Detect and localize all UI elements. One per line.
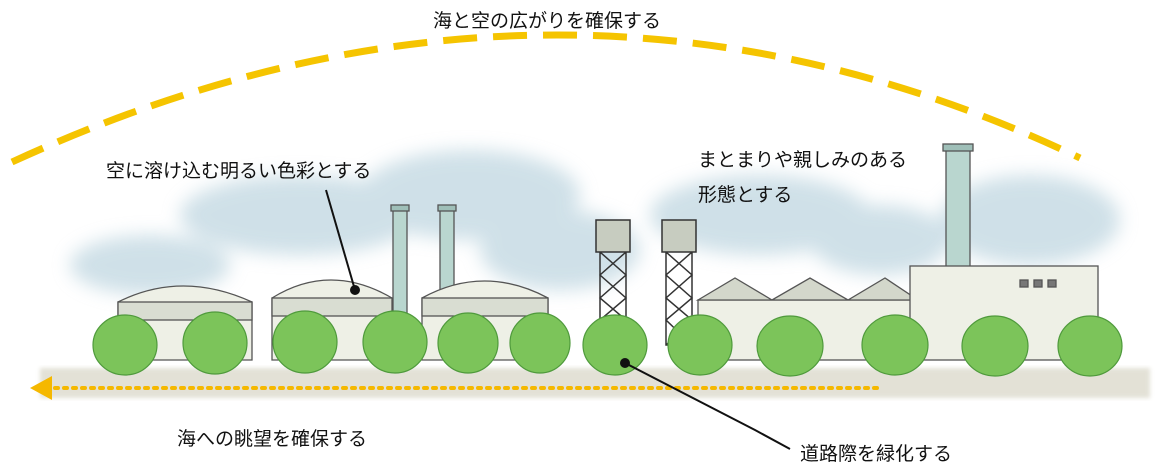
- tree: [362, 310, 428, 374]
- tree: [1057, 315, 1123, 377]
- annotation-bright-color: 空に溶け込む明るい色彩とする: [106, 160, 372, 182]
- leader-line-roadside: [624, 362, 791, 450]
- chimney-3: [945, 147, 971, 279]
- annotation-roadside-green: 道路際を緑化する: [800, 443, 953, 465]
- tree: [582, 314, 648, 376]
- tree: [667, 314, 733, 376]
- leader-lines: [325, 189, 791, 450]
- annotation-friendly-form-line1: まとまりや親しみのある: [698, 149, 908, 171]
- street-trees: [92, 310, 1123, 377]
- tree: [961, 315, 1029, 377]
- tree: [92, 314, 158, 376]
- tree: [272, 310, 338, 374]
- leader-line-color: [325, 189, 356, 291]
- annotation-sea-view: 海への眺望を確保する: [177, 428, 368, 450]
- tree: [861, 314, 929, 376]
- tree: [756, 315, 824, 377]
- lattice-towers: [595, 219, 697, 346]
- tree: [509, 312, 571, 374]
- sky-wash: [70, 150, 1120, 295]
- annotation-sky-expanse: 海と空の広がりを確保する: [433, 10, 662, 32]
- sea-view-arrow: [30, 376, 882, 400]
- sky-expanse-arc: [10, 31, 1082, 166]
- tree: [437, 312, 499, 374]
- annotation-friendly-form-line2: 形態とする: [698, 184, 793, 206]
- arrow-head-left-icon: [30, 376, 52, 400]
- tree: [182, 311, 248, 375]
